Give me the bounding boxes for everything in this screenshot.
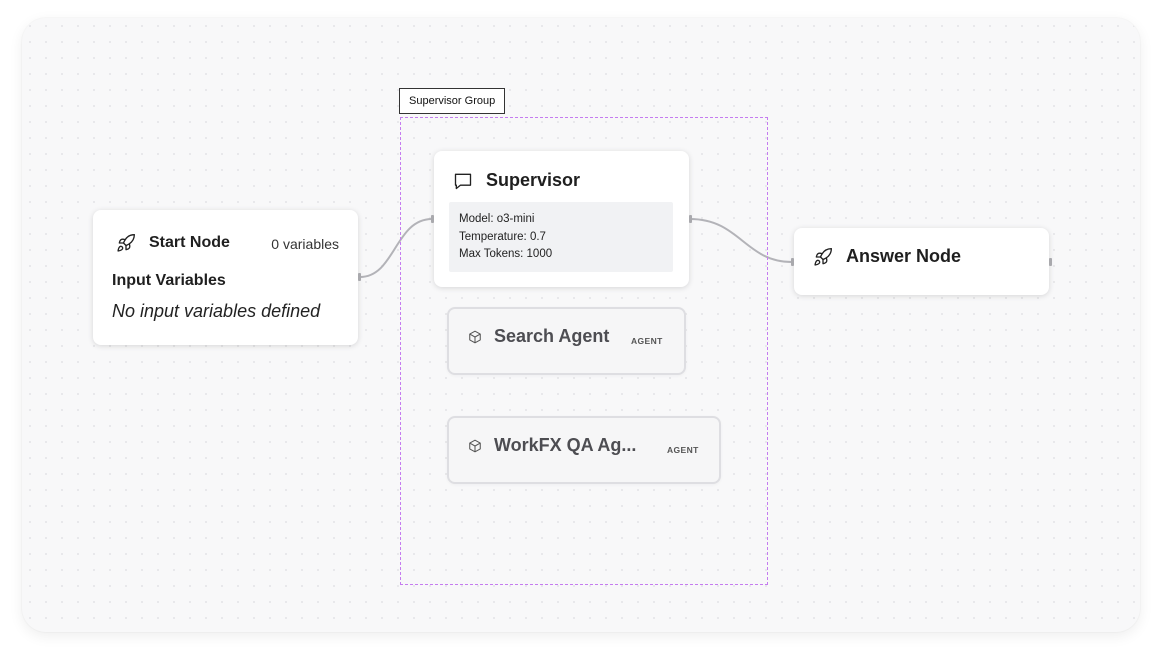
- answer-input-handle[interactable]: [791, 258, 794, 266]
- answer-node[interactable]: Answer Node: [791, 228, 1052, 295]
- group-label: Supervisor Group: [399, 88, 506, 114]
- input-variables-heading: Input Variables: [112, 272, 226, 289]
- model-detail: Model: o3-mini: [459, 213, 535, 225]
- supervisor-title: Supervisor: [486, 170, 581, 190]
- cube-icon: [468, 439, 482, 458]
- supervisor-details: Model: o3-mini Temperature: 0.7 Max Toke…: [449, 202, 673, 272]
- chat-bubble-icon: [453, 171, 473, 196]
- agent-name: Search Agent: [494, 326, 610, 346]
- workfx-qa-agent-node[interactable]: WorkFX QA Ag... AGENT: [447, 416, 721, 484]
- rocket-icon: [813, 247, 833, 272]
- temperature-detail: Temperature: 0.7: [459, 230, 546, 243]
- supervisor-node[interactable]: Supervisor Model: o3-mini Temperature: 0…: [431, 151, 692, 287]
- agent-badge: AGENT: [631, 336, 663, 346]
- agent-name: WorkFX QA Ag...: [494, 435, 637, 455]
- start-node-title: Start Node: [149, 234, 230, 251]
- supervisor-input-handle[interactable]: [431, 215, 434, 223]
- search-agent-node[interactable]: Search Agent AGENT: [447, 307, 686, 375]
- max-tokens-detail: Max Tokens: 1000: [459, 248, 553, 260]
- input-variables-empty: No input variables defined: [112, 301, 321, 321]
- agent-badge: AGENT: [667, 445, 699, 455]
- answer-node-title: Answer Node: [846, 246, 962, 266]
- start-node[interactable]: Start Node 0 variables Input Variables N…: [93, 210, 361, 345]
- rocket-icon: [116, 233, 136, 258]
- variable-count: 0 variables: [271, 236, 339, 252]
- cube-icon: [468, 330, 482, 349]
- start-output-handle[interactable]: [358, 273, 361, 281]
- answer-output-handle[interactable]: [1049, 258, 1052, 266]
- supervisor-group[interactable]: [400, 117, 768, 585]
- supervisor-output-handle[interactable]: [689, 215, 692, 223]
